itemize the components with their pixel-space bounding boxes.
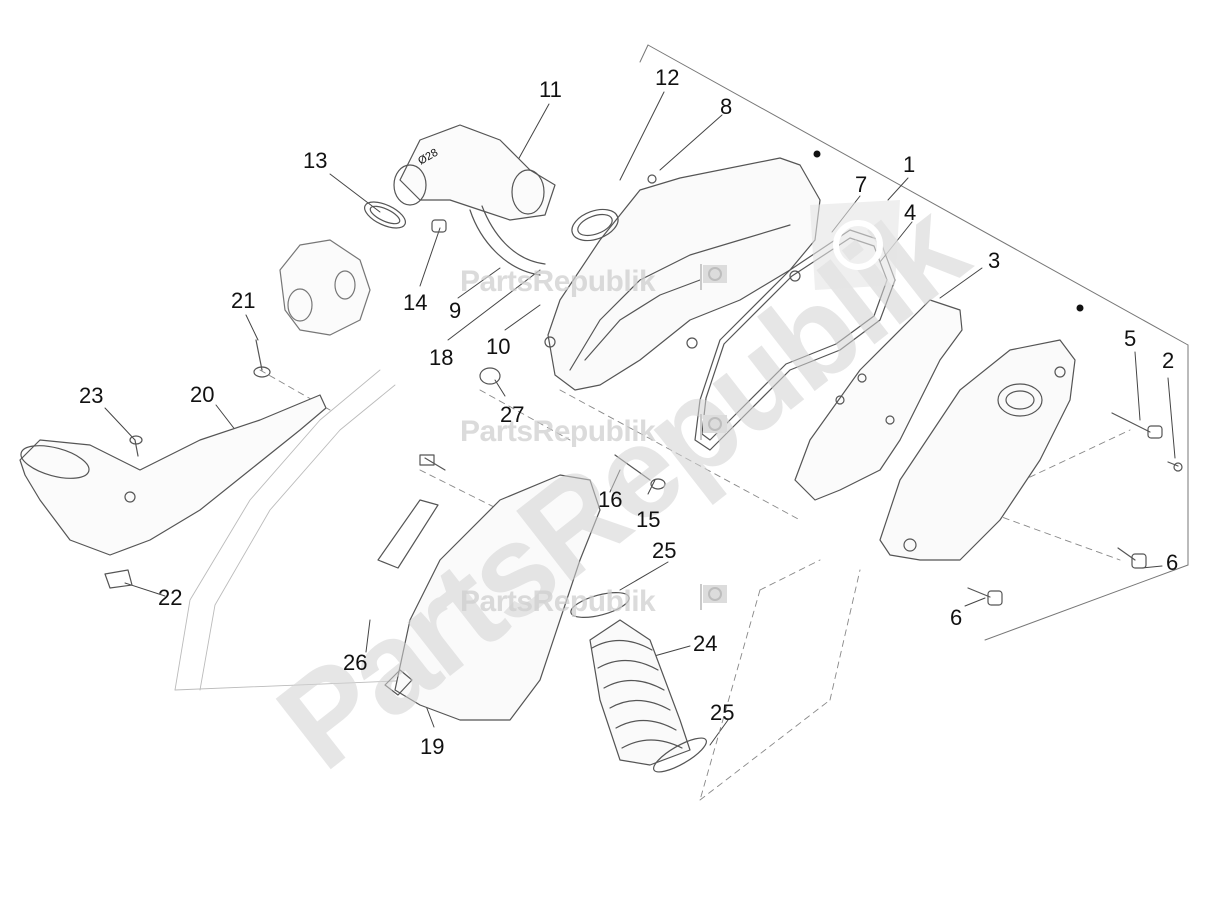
callout-26: 26 — [343, 650, 368, 675]
hose-clamp-13 — [364, 201, 406, 229]
intake-elbow — [393, 124, 556, 221]
gasket — [694, 229, 896, 451]
seal-26 — [377, 499, 439, 569]
callout-13: 13 — [303, 148, 328, 173]
callout-24: 24 — [693, 631, 718, 656]
bodywork-outline — [174, 369, 421, 691]
lower-duct-19 — [384, 474, 601, 721]
callout-12: 12 — [655, 65, 680, 90]
callout-5: 5 — [1124, 326, 1137, 351]
bolt-15-16 — [419, 454, 666, 490]
callout-25: 25 — [652, 538, 677, 563]
callout-27: 27 — [500, 402, 525, 427]
assembly-frame — [639, 44, 1189, 641]
gear-flag-icon — [700, 584, 727, 610]
bellows-24 — [589, 619, 691, 766]
hose-clamp-12 — [571, 208, 619, 242]
callout-15: 15 — [636, 507, 661, 532]
bolts-left — [129, 339, 271, 457]
callout-22: 22 — [158, 585, 183, 610]
airbox-cover — [879, 304, 1084, 561]
callout-6: 6 — [1166, 550, 1179, 575]
callout-2: 2 — [1162, 348, 1175, 373]
sleeve-14 — [431, 219, 447, 233]
callout-10: 10 — [486, 334, 511, 359]
filter-element — [794, 299, 963, 501]
callout-7: 7 — [855, 172, 868, 197]
nut-27 — [479, 367, 501, 385]
hose-9 — [469, 205, 546, 276]
callout-16: 16 — [598, 487, 623, 512]
throttle-body — [279, 239, 371, 336]
intake-duct-20 — [19, 394, 327, 556]
callout-11: 11 — [539, 77, 562, 102]
callout-3: 3 — [988, 248, 1001, 273]
callout-21: 21 — [231, 288, 256, 313]
callout-8: 8 — [720, 94, 733, 119]
callout-9: 9 — [449, 298, 462, 323]
screws — [967, 412, 1183, 606]
callout-1: 1 — [903, 152, 916, 177]
callout-23: 23 — [79, 383, 104, 408]
watermark-small: PartsRepublik — [460, 585, 656, 618]
callout-20: 20 — [190, 382, 215, 407]
watermark-small: PartsRepublik — [460, 415, 656, 448]
gear-flag-icon — [700, 414, 727, 440]
callout-25: 25 — [710, 700, 735, 725]
callout-18: 18 — [429, 345, 454, 370]
clip-22 — [104, 569, 133, 589]
large-gear-watermark-icon — [810, 200, 900, 290]
airbox-housing — [544, 150, 821, 391]
callout-19: 19 — [420, 734, 445, 759]
callout-4: 4 — [904, 200, 917, 225]
clamp-25 — [570, 592, 707, 773]
callout-6: 6 — [950, 605, 963, 630]
gear-flag-icon — [700, 264, 727, 290]
watermark-small: PartsRepublik — [460, 265, 656, 298]
callout-14: 14 — [403, 290, 428, 315]
